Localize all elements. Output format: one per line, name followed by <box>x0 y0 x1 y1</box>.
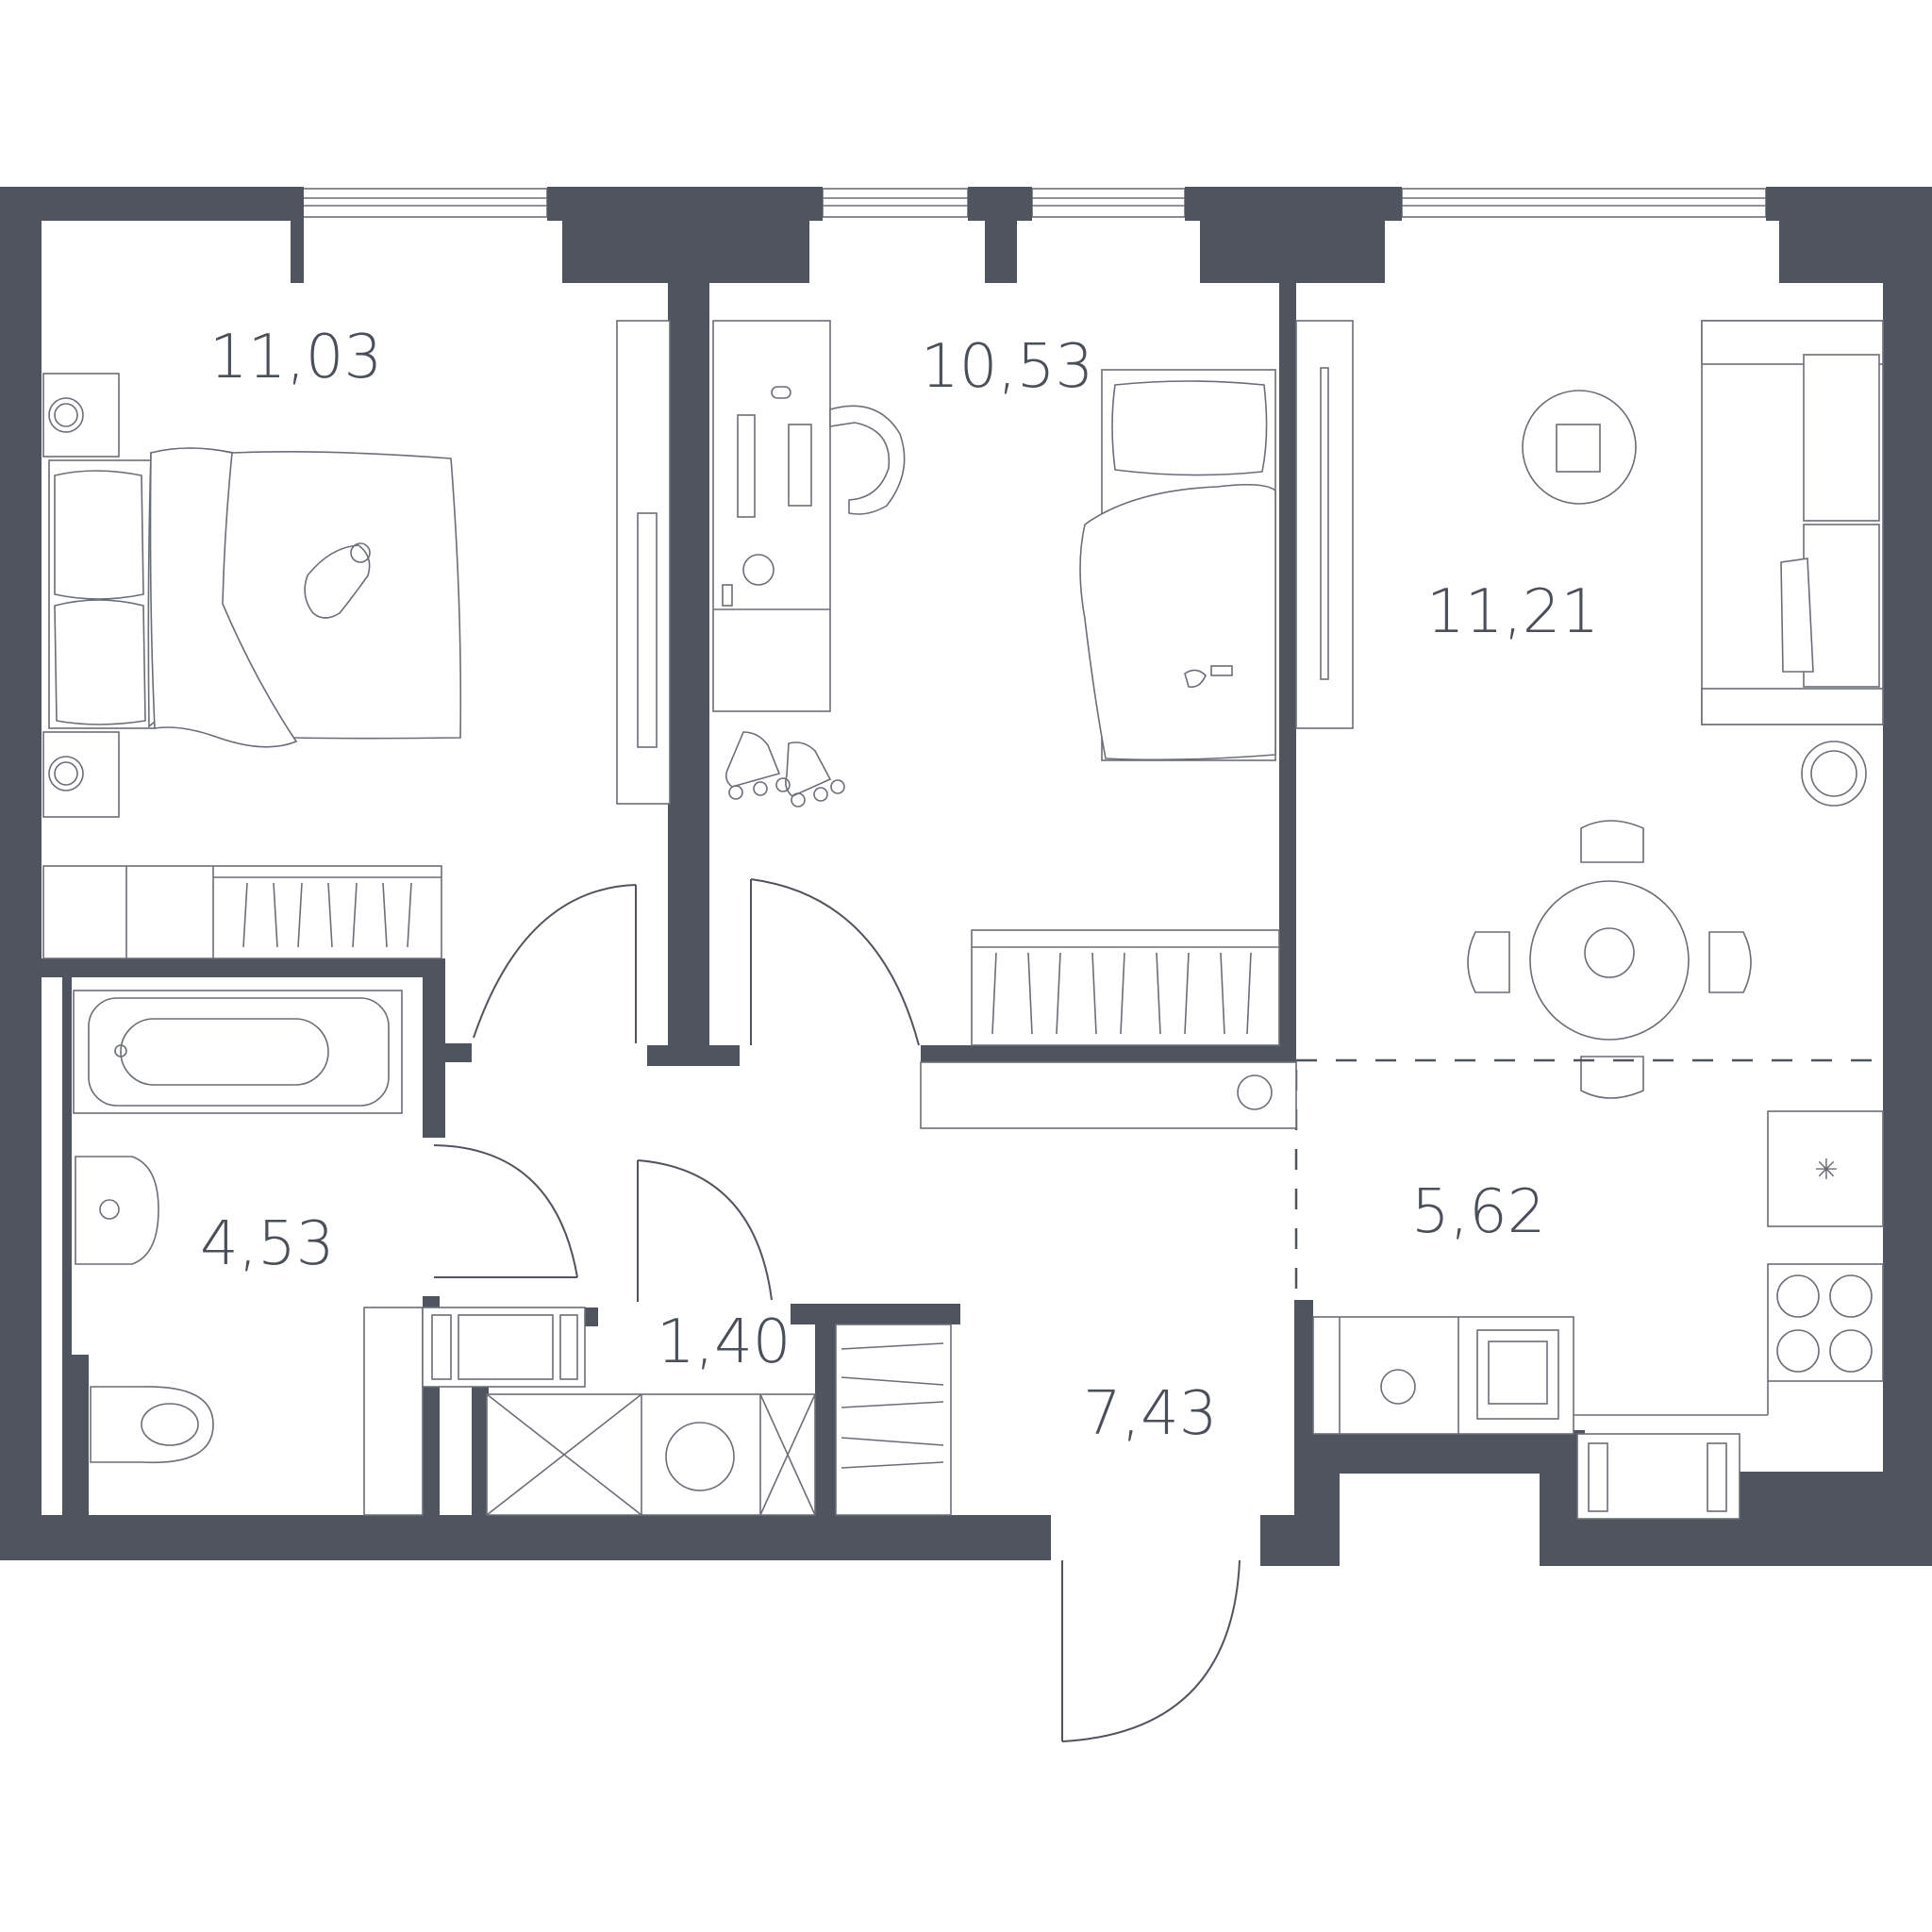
area-bathroom: 4,53 <box>200 1209 335 1279</box>
wardrobe-bedroom-1 <box>42 865 442 959</box>
door-bedroom-1 <box>473 884 637 1039</box>
single-bed <box>1079 369 1276 761</box>
sofa <box>1701 320 1884 725</box>
keyboard <box>788 424 812 507</box>
desk-lamp <box>742 554 774 586</box>
washbasin <box>75 1156 159 1265</box>
door-bedroom-2 <box>750 878 920 1046</box>
washing-machine <box>665 1422 735 1491</box>
window-bedroom-2 <box>822 188 1186 218</box>
walls <box>0 187 1932 1566</box>
window-living-room <box>1401 188 1767 218</box>
dining-table <box>1467 820 1752 1099</box>
area-bedroom-2: 10,53 <box>921 332 1093 402</box>
nightstand-bottom <box>42 731 120 818</box>
wardrobe-bedroom-2 <box>971 929 1280 1046</box>
hallway-fixtures <box>835 1061 1297 1516</box>
area-labels: 11,03 10,53 11,21 5,62 4,53 1,40 7,43 <box>200 323 1599 1449</box>
sink <box>1476 1329 1559 1420</box>
doors <box>433 878 1241 1742</box>
area-kitchen: 5,62 <box>1411 1177 1546 1247</box>
entrance-door <box>1061 1559 1241 1742</box>
desk-chair <box>829 405 906 515</box>
shelf <box>422 1307 586 1388</box>
bedroom-1-furniture <box>42 320 671 959</box>
cooktop <box>1767 1263 1884 1382</box>
kitchen-furniture: ✳ <box>1312 1110 1884 1520</box>
area-bedroom-1: 11,03 <box>209 323 382 392</box>
nightstand-top <box>42 373 120 458</box>
hall-shelf <box>920 1061 1297 1129</box>
living-room-furniture <box>1294 320 1884 1294</box>
toilet <box>90 1386 214 1464</box>
radiator <box>1576 1433 1740 1520</box>
monitor <box>737 414 756 518</box>
desk <box>712 320 831 712</box>
dishwasher-icon <box>1380 1369 1416 1405</box>
area-living-room: 11,21 <box>1426 577 1599 647</box>
window-bedroom-1 <box>290 188 548 218</box>
area-hallway: 7,43 <box>1083 1379 1218 1449</box>
svg-text:✳: ✳ <box>1814 1154 1838 1187</box>
laundry-fixtures <box>422 1307 816 1516</box>
double-bed <box>48 447 462 748</box>
mouse <box>771 386 791 399</box>
area-wc: 1,40 <box>657 1307 791 1377</box>
door-bathroom <box>433 1144 578 1278</box>
bathroom-fixtures <box>73 990 424 1516</box>
bedroom-2-furniture <box>712 320 1280 1046</box>
coffee-table <box>1522 390 1637 505</box>
fridge <box>1767 1110 1884 1227</box>
roller-skates <box>724 731 845 808</box>
door-wc <box>637 1159 773 1301</box>
windows <box>290 188 1767 218</box>
towel-cabinet <box>363 1307 424 1516</box>
hall-wardrobe <box>835 1324 952 1516</box>
